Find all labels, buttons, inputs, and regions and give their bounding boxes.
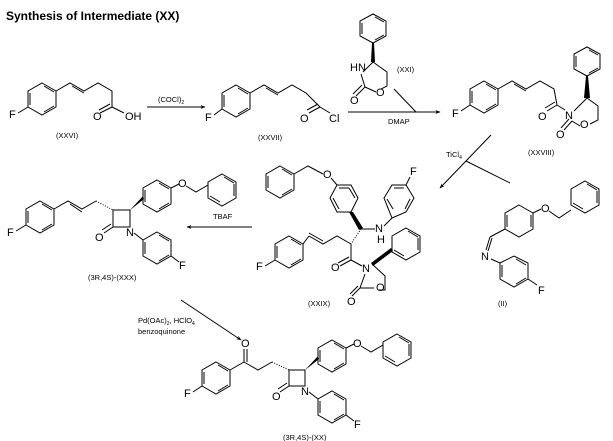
reagent-benzoquinone: benzoquinone (138, 327, 185, 336)
reaction-arrow-3 (439, 134, 492, 189)
reagent-Pd-HClO4: Pd(OAc)2, HClO4 (138, 316, 195, 327)
atom-O-carbonyl: O (556, 129, 565, 141)
reagent-addition-line (465, 160, 511, 184)
atom-F: F (205, 112, 212, 124)
atom-F: F (7, 227, 14, 239)
compound-label: (XXVI) (56, 131, 79, 140)
atom-OH: OH (125, 111, 142, 123)
atom-O-ether: O (353, 338, 362, 350)
atom-O-ether: O (178, 178, 187, 190)
atom-O-ring: O (376, 282, 385, 294)
atom-O-lactam: O (272, 391, 281, 403)
atom-O-ring: O (376, 87, 385, 99)
scheme-title: Synthesis of Intermediate (XX) (6, 9, 179, 23)
reagent-oxalyl-chloride: (COCl)2 (158, 95, 184, 106)
atom-N: N (301, 386, 309, 398)
reagent-TiCl4: TiCl4 (446, 150, 462, 161)
atom-HN: HN (350, 62, 366, 74)
atom-F-aryl: F (354, 419, 361, 431)
atom-F-aryl: F (179, 260, 186, 272)
compound-label: (3R,4S)-(XX) (283, 433, 327, 441)
atom-N: N (565, 110, 573, 122)
atom-O: O (300, 113, 309, 125)
compound-XXVII: F O Cl (XXVII) (205, 84, 339, 142)
atom-O: O (93, 111, 102, 123)
compound-II: O N F (II) (481, 180, 600, 308)
atom-O: O (541, 203, 550, 215)
atom-F-styryl: F (256, 261, 263, 273)
atom-F: F (452, 108, 459, 120)
compound-XXVI: F O OH (XXVI) (9, 82, 142, 140)
atom-H: H (377, 234, 385, 246)
compound-XXI: HN O O (XXI) (350, 13, 415, 107)
atom-O: O (538, 111, 547, 123)
compound-label: (3R,4S)-(XXX) (88, 273, 137, 282)
reagent-addition-line (393, 88, 417, 113)
atom-Cl: Cl (329, 113, 339, 125)
reagent-TBAF: TBAF (213, 212, 233, 221)
compound-label: (XXI) (397, 65, 415, 74)
compound-XXVIII: F O N O O (XXVIII) (452, 46, 601, 157)
compound-XXIX: O N H F F O N (256, 165, 421, 308)
atom-F: F (9, 109, 16, 121)
atom-F: F (538, 285, 545, 297)
atom-O-carbonyl: O (350, 95, 359, 107)
fluorophenyl-ring (27, 82, 57, 116)
atom-N-amine: N (375, 223, 383, 235)
compound-XX: F O O N O F (3R,4S)-(XX) (184, 333, 412, 441)
atom-N: N (126, 227, 134, 239)
compound-label: (XXVIII) (528, 148, 555, 157)
compound-label: (XXVII) (258, 133, 283, 142)
atom-O-acyl: O (331, 262, 340, 274)
reaction-arrow-5 (180, 299, 242, 341)
atom-F-aniline: F (410, 166, 417, 178)
atom-O-carbonyl: O (347, 296, 356, 308)
atom-F: F (184, 388, 191, 400)
compound-label: (XXIX) (308, 299, 331, 308)
compound-XXX: F O N O F (3R,4S)-(XXX) (7, 173, 237, 282)
compound-label: (II) (498, 299, 508, 308)
atom-O-ring: O (580, 119, 589, 131)
atom-O-ketone: O (241, 338, 250, 350)
atom-N-oxazolidinone: N (362, 263, 370, 275)
atom-O-lactam: O (95, 232, 104, 244)
atom-N: N (481, 251, 489, 263)
reagent-DMAP: DMAP (388, 117, 410, 126)
atom-O-ether: O (323, 169, 332, 181)
